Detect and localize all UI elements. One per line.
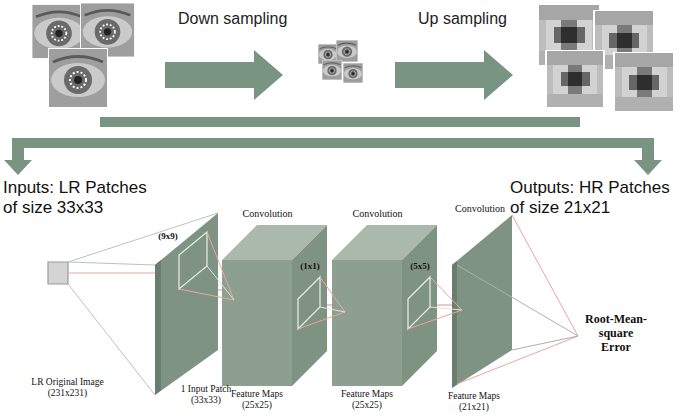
layer-connector bbox=[437, 304, 452, 305]
output-map: ConvolutionFeature Maps (21x21) bbox=[452, 215, 512, 388]
error-line bbox=[512, 336, 578, 350]
node-shape bbox=[332, 225, 437, 386]
bracket-arrowhead bbox=[634, 160, 662, 175]
layer-label: Feature Maps (25x25) bbox=[217, 389, 297, 411]
bracket-bar bbox=[12, 138, 654, 148]
io-label: Outputs: HR Patches of size 21x21 bbox=[510, 178, 675, 218]
step-label: Up sampling bbox=[418, 9, 538, 28]
io-label: Inputs: LR Patches of size 33x33 bbox=[3, 178, 155, 218]
block-front bbox=[222, 260, 292, 386]
slab-edge bbox=[155, 260, 161, 395]
kernel-size: (9x9) bbox=[153, 231, 183, 241]
bracket-drop bbox=[12, 138, 24, 162]
kernel-window bbox=[408, 277, 430, 329]
feature-map-block: Convolution(1x1)Feature Maps (25x25) bbox=[222, 225, 327, 386]
block-side bbox=[402, 225, 437, 386]
block-front bbox=[332, 260, 402, 386]
projection-line bbox=[68, 262, 155, 265]
slab-edge bbox=[452, 261, 457, 388]
bracket-bar bbox=[100, 117, 580, 127]
kernel-window bbox=[298, 277, 320, 329]
kernel-size: (1x1) bbox=[296, 261, 324, 271]
small-eye-image bbox=[336, 40, 358, 62]
process-arrow bbox=[395, 50, 513, 100]
node-shape bbox=[48, 262, 68, 284]
eye-image bbox=[48, 48, 108, 108]
layer-connector bbox=[218, 289, 222, 290]
layer-connector bbox=[68, 272, 155, 273]
node-shape bbox=[222, 225, 327, 386]
kernel-size: (5x5) bbox=[406, 261, 434, 271]
small-eye-image bbox=[343, 63, 363, 83]
layer-label: 1 Input Patch (33x33) bbox=[175, 384, 237, 406]
operation-label: Convolution bbox=[230, 208, 305, 220]
step-label: Down sampling bbox=[178, 9, 308, 28]
kernel-window bbox=[179, 232, 207, 289]
process-arrow bbox=[165, 50, 283, 100]
layer-label: LR Original Image (231x231) bbox=[25, 377, 110, 399]
slab-face bbox=[452, 215, 512, 388]
operation-label: Convolution bbox=[340, 208, 415, 220]
layer-connector bbox=[327, 304, 332, 305]
input-patch: (9x9)1 Input Patch (33x33) bbox=[155, 213, 218, 395]
node-shape bbox=[452, 215, 512, 388]
feature-map-block: Convolution(5x5)Feature Maps (25x25) bbox=[332, 225, 437, 386]
layer-label: Feature Maps (21x21) bbox=[434, 391, 514, 413]
loss-label: Root-Mean-square Error bbox=[583, 312, 649, 354]
small-eye-image bbox=[322, 60, 342, 80]
image-square bbox=[48, 262, 68, 284]
layer-label: Feature Maps (25x25) bbox=[327, 389, 407, 411]
bracket-drop bbox=[642, 138, 654, 162]
error-line bbox=[512, 215, 578, 336]
operation-label: Convolution bbox=[450, 203, 510, 215]
input-image: LR Original Image (231x231) bbox=[48, 262, 68, 284]
bracket-arrowhead bbox=[4, 160, 32, 175]
pixelated-eye bbox=[614, 52, 674, 112]
block-side bbox=[292, 225, 327, 386]
pixelated-eye bbox=[546, 50, 604, 108]
